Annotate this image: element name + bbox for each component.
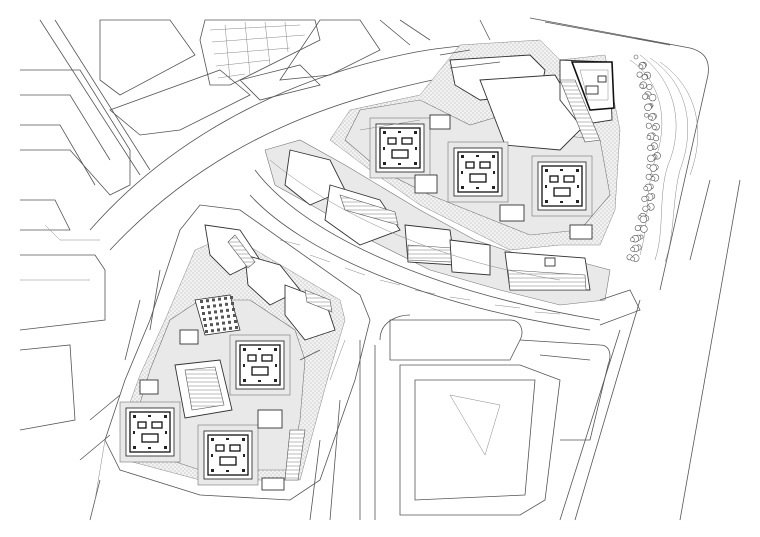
grid-mark — [219, 303, 222, 307]
tree — [642, 205, 649, 212]
grid-mark — [225, 302, 228, 306]
tree — [647, 144, 654, 151]
tower-s2 — [119, 401, 181, 463]
grid-mark — [200, 300, 203, 303]
grid-mark — [210, 323, 213, 327]
grid-mark — [234, 320, 237, 323]
grid-mark — [201, 306, 204, 309]
grid-mark — [231, 302, 234, 305]
tree — [639, 83, 645, 89]
grid-mark — [227, 314, 230, 318]
tree — [649, 164, 657, 172]
grid-mark — [215, 316, 218, 320]
tree — [652, 125, 657, 130]
grid-mark — [217, 328, 220, 332]
grid-mark — [208, 311, 211, 315]
tree — [644, 103, 652, 112]
tree — [643, 186, 649, 191]
tree — [630, 237, 635, 242]
tree — [633, 54, 639, 60]
tree — [647, 154, 655, 163]
tree — [636, 71, 643, 78]
tree — [645, 122, 652, 129]
tree — [646, 135, 652, 140]
grid-mark — [229, 326, 232, 330]
tree — [653, 135, 660, 142]
grid-mark — [207, 305, 210, 309]
grid-mark — [218, 297, 221, 301]
grid-mark — [204, 324, 207, 327]
grid-mark — [220, 309, 223, 313]
north-complex — [329, 39, 621, 251]
tree — [639, 215, 648, 224]
road-network — [19, 17, 741, 521]
grid-mark — [232, 308, 235, 311]
grid-mark — [223, 327, 226, 331]
grid-mark — [233, 314, 236, 317]
tree — [644, 112, 649, 118]
tree — [648, 115, 653, 121]
grid-mark — [216, 322, 219, 326]
tree — [638, 64, 644, 69]
tree — [640, 225, 648, 233]
tree — [634, 225, 641, 232]
north-east-building — [570, 61, 615, 111]
grid-mark — [203, 318, 206, 321]
tree — [641, 93, 648, 100]
grid-mark — [205, 330, 208, 333]
tower-n3 — [531, 155, 593, 217]
grid-mark — [222, 321, 225, 325]
grid-mark — [228, 320, 231, 324]
grid-mark — [202, 312, 205, 315]
grid-mark — [209, 317, 212, 321]
tree — [650, 176, 656, 181]
grid-mark — [230, 296, 233, 299]
grid-mark — [211, 329, 214, 333]
grid-mark — [213, 304, 216, 308]
grid-mark — [206, 299, 209, 303]
south-west-complex — [94, 204, 371, 501]
tree — [630, 247, 635, 252]
grid-mark — [221, 315, 224, 319]
tower-s1 — [229, 334, 291, 396]
grid-mark — [214, 310, 217, 314]
tower-n2 — [447, 141, 509, 203]
grid-mark — [212, 298, 215, 302]
tower-s3 — [197, 424, 259, 486]
grid-pavilion — [194, 294, 241, 336]
tree — [648, 93, 657, 102]
parking-lot — [199, 19, 321, 86]
middle-arc-row — [249, 139, 641, 331]
grid-mark — [235, 326, 238, 329]
tree — [630, 256, 636, 262]
tree — [646, 84, 653, 91]
tree — [641, 196, 648, 203]
grid-mark — [226, 308, 229, 312]
tree-strip — [626, 54, 699, 263]
tree — [645, 173, 652, 180]
tree — [641, 74, 648, 81]
grid-mark — [224, 296, 227, 300]
